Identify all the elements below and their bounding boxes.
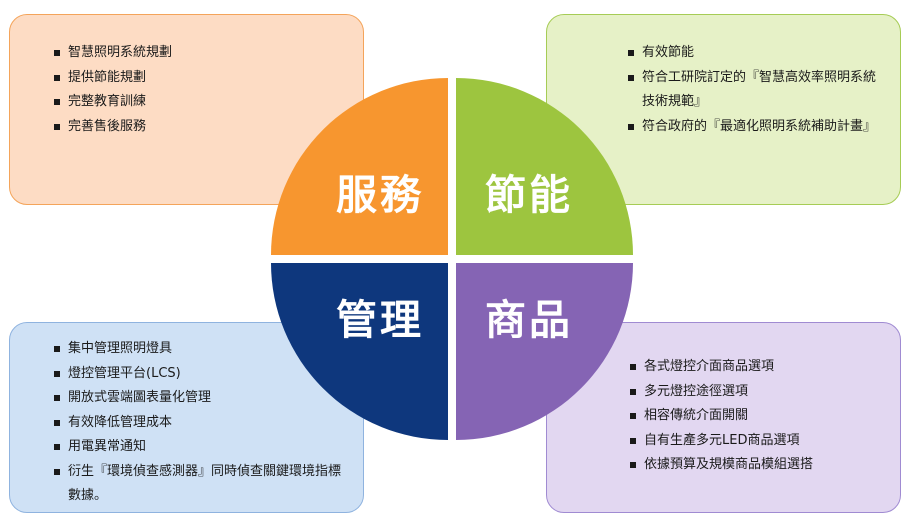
list-item: 燈控管理平台(LCS) xyxy=(54,362,344,387)
product-label: 商品 xyxy=(485,296,573,344)
list-item: 依據預算及規模商品模組選搭 xyxy=(630,453,890,478)
energy-saving-quadrant xyxy=(456,78,633,255)
service-list: 智慧照明系統規劃 提供節能規劃 完整教育訓練 完善售後服務 xyxy=(54,41,344,139)
service-label: 服務 xyxy=(336,171,424,219)
list-item: 符合工研院訂定的『智慧高效率照明系統技術規範』 xyxy=(628,66,888,115)
list-item: 完整教育訓練 xyxy=(54,90,344,115)
management-quadrant xyxy=(271,263,448,440)
list-item: 符合政府的『最適化照明系統補助計畫』 xyxy=(628,115,888,140)
energy-saving-list: 有效節能 符合工研院訂定的『智慧高效率照明系統技術規範』 符合政府的『最適化照明… xyxy=(628,41,888,139)
service-quadrant xyxy=(271,78,448,255)
list-item: 開放式雲端圖表量化管理 xyxy=(54,386,344,411)
list-item: 用電異常通知 xyxy=(54,435,344,460)
list-item: 有效降低管理成本 xyxy=(54,411,344,436)
list-item: 有效節能 xyxy=(628,41,888,66)
list-item: 相容傳統介面開關 xyxy=(630,404,890,429)
list-item: 完善售後服務 xyxy=(54,115,344,140)
list-item: 多元燈控途徑選項 xyxy=(630,380,890,405)
list-item: 衍生『環境偵查感測器』同時偵查關鍵環境指標數據。 xyxy=(54,460,344,509)
management-label: 管理 xyxy=(336,296,424,344)
list-item: 各式燈控介面商品選項 xyxy=(630,355,890,380)
list-item: 智慧照明系統規劃 xyxy=(54,41,344,66)
list-item: 自有生產多元LED商品選項 xyxy=(630,429,890,454)
product-list: 各式燈控介面商品選項 多元燈控途徑選項 相容傳統介面開關 自有生產多元LED商品… xyxy=(630,355,890,478)
list-item: 提供節能規劃 xyxy=(54,66,344,91)
energy-saving-label: 節能 xyxy=(485,171,573,219)
list-item: 集中管理照明燈具 xyxy=(54,337,344,362)
management-list: 集中管理照明燈具 燈控管理平台(LCS) 開放式雲端圖表量化管理 有效降低管理成… xyxy=(54,337,344,509)
product-quadrant xyxy=(456,263,633,440)
